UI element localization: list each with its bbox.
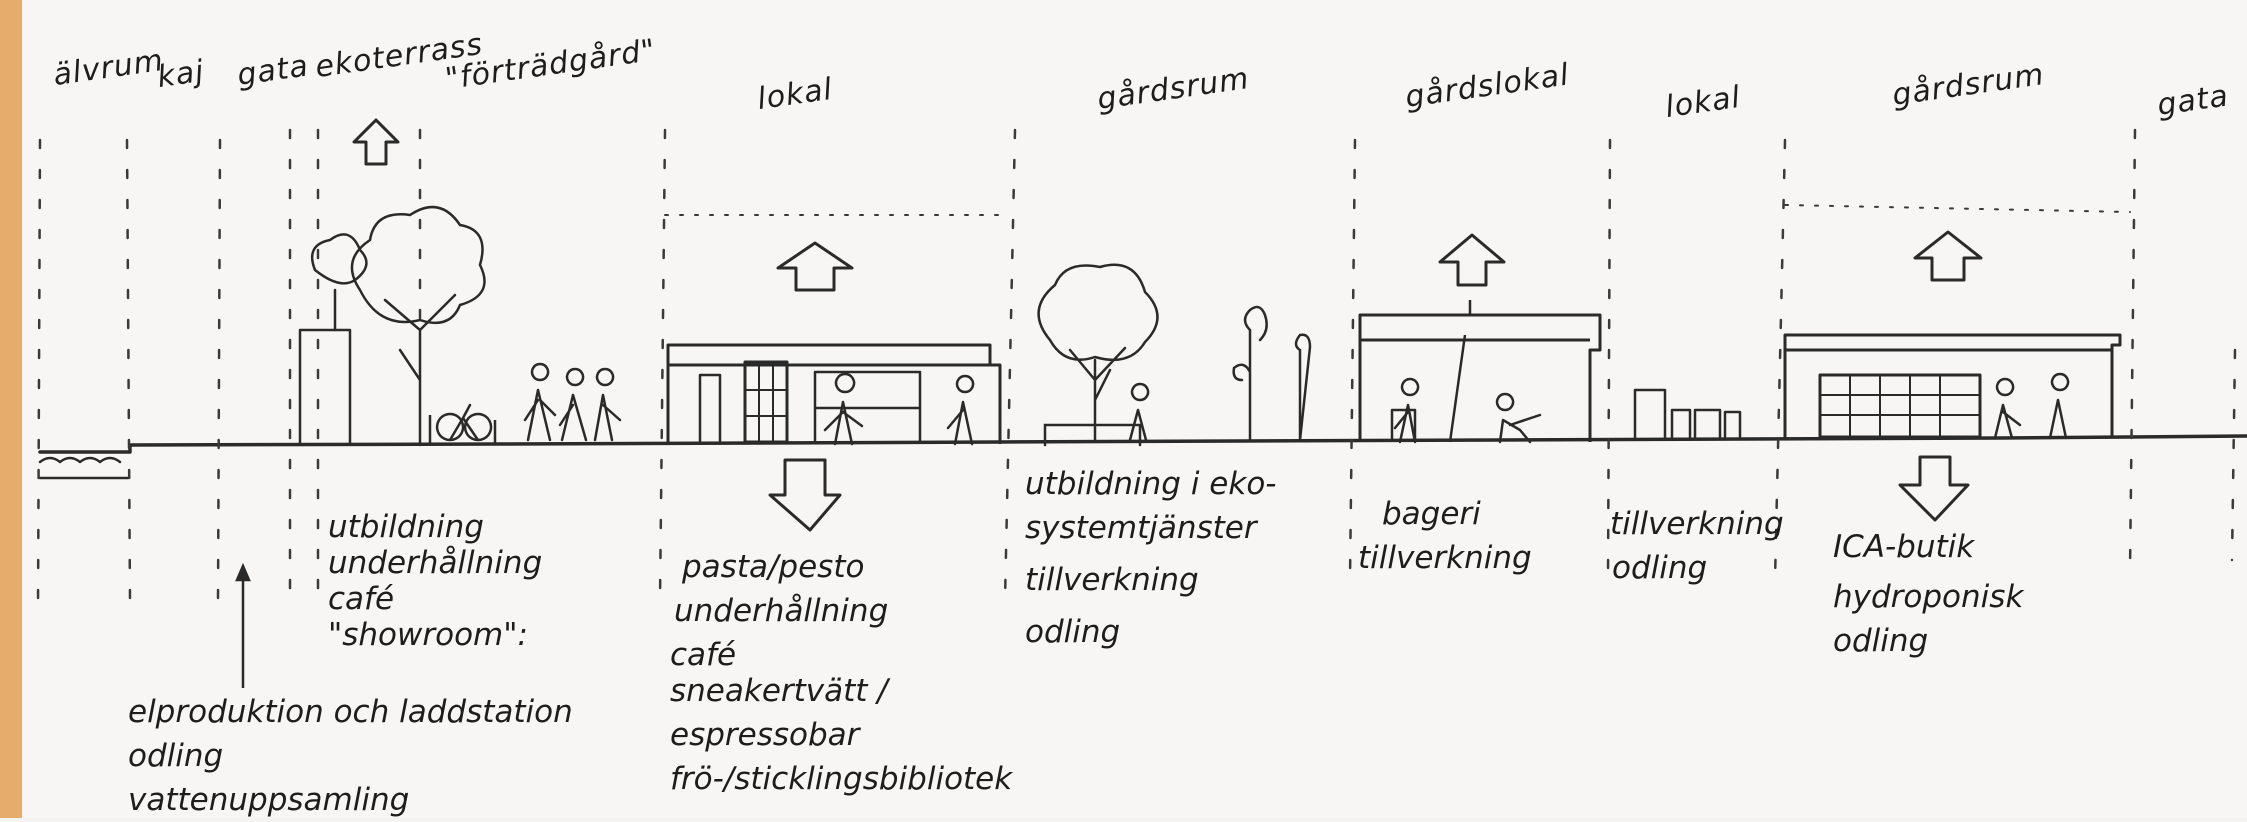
- note-gardsrum: utbildning i eko- systemtjänster tillver…: [1025, 462, 1276, 654]
- divider-line: [2230, 348, 2237, 562]
- person-icon: [946, 374, 975, 446]
- divider-line: [216, 138, 222, 602]
- person-icon: [523, 362, 557, 442]
- orange-margin-band: [0, 0, 22, 818]
- person-icon: [1495, 392, 1542, 444]
- person-icon: [1993, 377, 2022, 440]
- note-line: frö-/sticklingsbibliotek: [670, 761, 1013, 797]
- person-icon: [823, 372, 864, 446]
- up-arrow-icon: [776, 241, 854, 292]
- note-line: tillverkning: [1358, 540, 1532, 576]
- cyclist-icon: [435, 403, 493, 442]
- note-line: odling: [1833, 623, 1929, 659]
- lokal-door: [698, 373, 722, 444]
- tree-icon: [310, 233, 368, 332]
- divider-line: [1773, 138, 1787, 582]
- person-icon: [2048, 372, 2070, 440]
- lokal-window-grid: [745, 362, 787, 442]
- note-line: odling: [128, 738, 224, 774]
- down-arrow-icon: [768, 458, 842, 532]
- note-line: bageri: [1382, 496, 1481, 532]
- divider-line: [125, 138, 132, 602]
- lokal-2-stands: [1633, 388, 1742, 440]
- tree-icon: [350, 205, 486, 447]
- up-arrow-icon: [352, 118, 400, 166]
- note-lokal-2: tillverkning odling: [1610, 502, 1784, 590]
- note-line: underhållning: [328, 545, 543, 581]
- person-icon: [1393, 377, 1420, 444]
- note-line: pasta/pesto: [682, 549, 865, 585]
- person-icon: [558, 367, 588, 442]
- lokal-counter: [813, 370, 922, 444]
- note-line: café: [328, 581, 395, 617]
- river-water: [38, 456, 130, 480]
- gardslokal-pole: [1448, 300, 1472, 443]
- note-line: tillverkning: [1610, 506, 1784, 542]
- note-line: systemtjänster: [1025, 510, 1257, 546]
- note-quay: elproduktion och laddstation odling vatt…: [128, 690, 573, 822]
- note-line: elproduktion och laddstation: [128, 694, 573, 730]
- note-line: utbildning i eko-: [1025, 466, 1277, 502]
- note-line: hydroponisk: [1833, 579, 2024, 615]
- note-line: odling: [1025, 614, 1121, 650]
- greenhouse-grid: [1818, 373, 1982, 439]
- down-arrow-icon: [1898, 455, 1970, 522]
- note-line: espressobar: [670, 717, 860, 753]
- note-line: "showroom":: [328, 617, 528, 653]
- note-line: sneakertvätt /: [670, 673, 888, 709]
- shrub-icon: [1232, 305, 1312, 442]
- divider-line: [36, 138, 42, 612]
- note-line: ICA-butik: [1833, 529, 1975, 565]
- person-icon: [593, 367, 622, 442]
- divider-line: [1606, 138, 1612, 582]
- note-line: café: [670, 637, 737, 673]
- divider-line: [1003, 128, 1017, 602]
- annotation-arrow-head: [235, 562, 251, 582]
- planter-box: [1043, 423, 1142, 447]
- gardslokal-door: [1390, 408, 1417, 442]
- note-line: vattenuppsamling: [128, 782, 410, 818]
- divider-line: [2128, 128, 2137, 572]
- gardsrum-2-building: [1783, 333, 2122, 438]
- lokal-window: [743, 360, 789, 444]
- note-gardslokal: bageri tillverkning: [1358, 492, 1532, 580]
- note-line: utbildning: [328, 509, 484, 545]
- envelope-outline: [1784, 204, 2131, 213]
- note-line: odling: [1612, 550, 1708, 586]
- note-line: underhållning: [674, 593, 889, 629]
- person-icon: [1128, 382, 1150, 442]
- note-gardsrum-2: ICA-butik hydroponisk odling: [1833, 525, 2023, 663]
- divider-line: [1348, 138, 1357, 582]
- up-arrow-icon: [1438, 233, 1506, 287]
- note-ekoterrass: utbildning underhållning café "showroom"…: [328, 505, 542, 657]
- gardslokal-building: [1358, 313, 1602, 442]
- zone-label-kaj: kaj: [155, 53, 207, 95]
- tree-icon: [1037, 263, 1159, 442]
- up-arrow-icon: [1913, 230, 1983, 282]
- greenhouse-grid-lines: [1820, 375, 1980, 437]
- note-line: tillverkning: [1025, 562, 1199, 598]
- divider-line: [658, 128, 667, 602]
- terrace-structure: [298, 328, 497, 445]
- note-lokal: pasta/pesto underhållning café sneakertv…: [670, 545, 1012, 801]
- lokal-building: [666, 343, 1002, 444]
